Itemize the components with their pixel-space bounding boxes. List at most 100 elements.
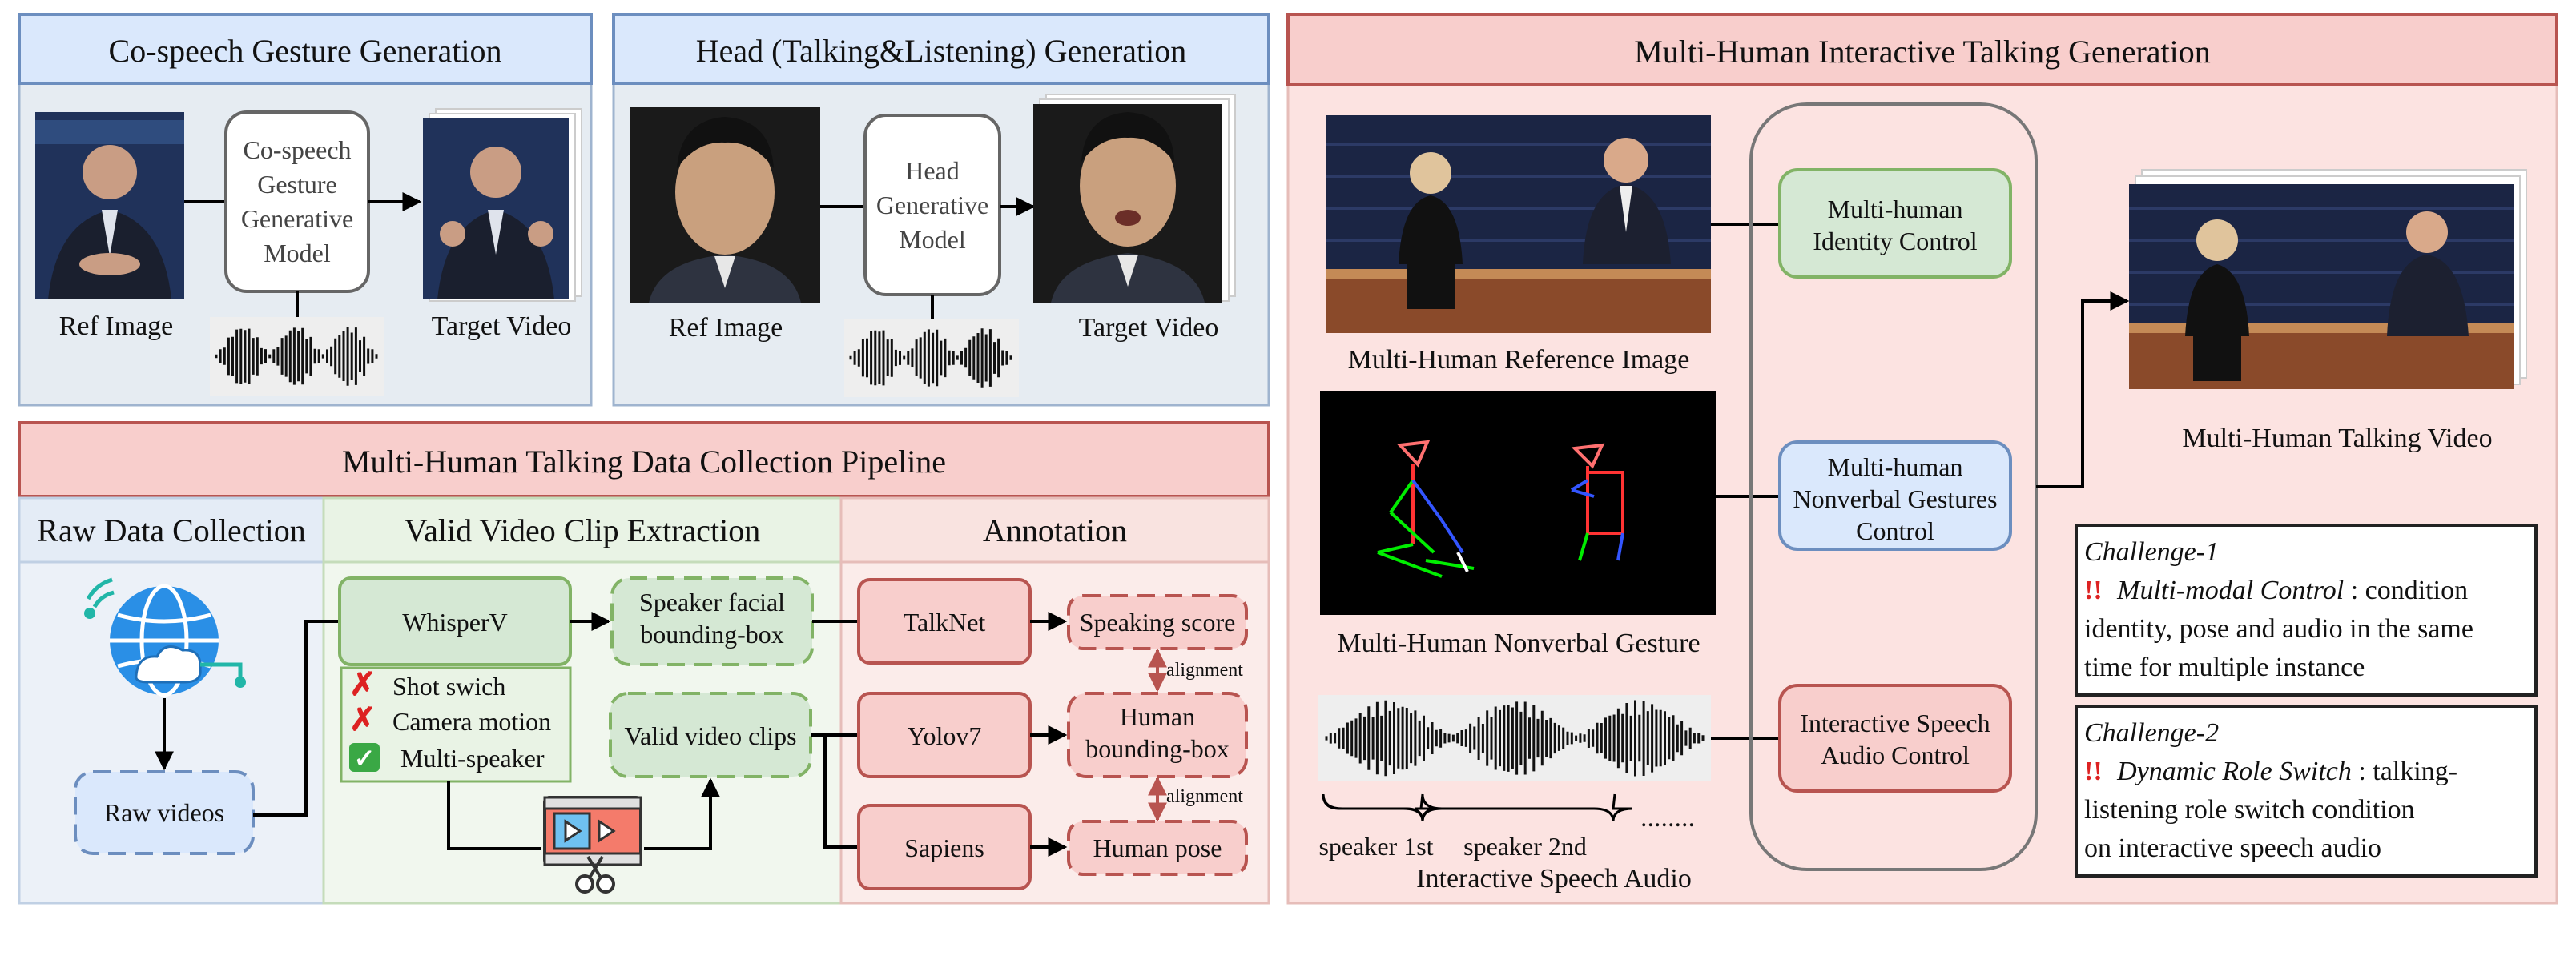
- cospeech-panel: Co-speech Gesture Generation Ref Image C…: [18, 13, 593, 407]
- cross-icon: ✗: [349, 701, 376, 737]
- checkmark-box-icon: [349, 743, 380, 772]
- gesture-control-box: [1778, 440, 2012, 551]
- audio-ellipsis: ........: [1640, 803, 1695, 833]
- challenge-2-title: Challenge-2: [2084, 718, 2219, 748]
- challenge-2-key: Dynamic Role Switch: [2116, 757, 2352, 786]
- annotation-column-header: [839, 496, 1270, 564]
- cospeech-title-box: [18, 13, 593, 85]
- speaking-score-label: Speaking score: [1080, 608, 1236, 637]
- audio-control-line-1: Interactive Speech: [1800, 709, 1990, 737]
- interactive-audio-bg: [1318, 695, 1711, 781]
- multi-ref-image: [1326, 115, 1711, 333]
- challenge-2-line-1: !! Dynamic Role Switch : talking-: [2084, 757, 2457, 786]
- human-pose-box: [1067, 820, 1248, 876]
- human-pose-label: Human pose: [1093, 833, 1222, 862]
- cospeech-title: Co-speech Gesture Generation: [109, 33, 502, 69]
- cospeech-ref-label: Ref Image: [59, 311, 174, 341]
- head-model-line-1: Head: [905, 156, 960, 185]
- identity-control-line-2: Identity Control: [1813, 227, 1977, 255]
- speaker-2-brace: [1421, 793, 1633, 822]
- speaker-facial-line-1: Speaker facial: [639, 588, 785, 617]
- multi-title-box: [1286, 13, 2558, 86]
- cospeech-target-video: [423, 108, 582, 302]
- check-row-2: ✗ Camera motion: [349, 701, 551, 737]
- head-ref-label: Ref Image: [669, 313, 783, 343]
- multi-gesture-image: [1320, 391, 1716, 615]
- pipeline-title: Multi-Human Talking Data Collection Pipe…: [342, 444, 946, 480]
- pipeline-panel: Multi-Human Talking Data Collection Pipe…: [18, 421, 1270, 905]
- head-waveform-icon: [849, 328, 1012, 388]
- head-title: Head (Talking&Listening) Generation: [696, 33, 1187, 69]
- valid-clips-label: Valid video clips: [624, 721, 796, 750]
- challenge-1-title: Challenge-1: [2084, 537, 2219, 567]
- valid-clips-box: [609, 692, 812, 778]
- gesture-control-line-3: Control: [1856, 516, 1934, 545]
- head-model-line-3: Model: [899, 225, 966, 254]
- audio-control-box: [1778, 684, 2012, 793]
- film-to-valid-arrow: [644, 777, 720, 850]
- challenge-1-key: Multi-modal Control: [2116, 576, 2344, 605]
- cospeech-model-line-2: Gesture: [257, 170, 337, 199]
- identity-control-line-1: Multi-human: [1828, 195, 1963, 223]
- container-to-output-arrow: [2036, 291, 2130, 488]
- gesture-control-line-1: Multi-human: [1828, 452, 1963, 481]
- interactive-waveform-icon: [1325, 700, 1705, 777]
- check-label-1: Shot swich: [392, 672, 505, 701]
- speaker-facial-line-2: bounding-box: [640, 620, 784, 649]
- checkmark-icon: ✓: [354, 744, 376, 773]
- double-exclamation-icon: !!: [2084, 757, 2103, 786]
- video-edit-icon: [543, 796, 642, 894]
- raw-to-whisperv-connector: [253, 620, 338, 817]
- cospeech-model-line-4: Model: [264, 239, 331, 267]
- globe-icon: [84, 577, 246, 697]
- whisperv-label: WhisperV: [402, 608, 508, 637]
- speaker-1-label: speaker 1st: [1318, 832, 1433, 861]
- head-title-box: [612, 13, 1270, 85]
- cospeech-model-line-1: Co-speech: [243, 135, 351, 164]
- multi-gesture-label: Multi-Human Nonverbal Gesture: [1337, 629, 1700, 658]
- check-label-2: Camera motion: [392, 707, 551, 736]
- raw-videos-label: Raw videos: [104, 798, 224, 827]
- multi-title: Multi-Human Interactive Talking Generati…: [1634, 34, 2211, 70]
- filter-checklist: [340, 666, 572, 783]
- challenge-2-line-3: on interactive speech audio: [2084, 833, 2381, 863]
- alignment-label-2: alignment: [1166, 786, 1243, 807]
- human-bbox-line-1: Human: [1120, 702, 1195, 731]
- cospeech-waveform-icon: [215, 327, 378, 386]
- double-exclamation-icon: !!: [2084, 576, 2103, 605]
- speaker-2-label: speaker 2nd: [1463, 832, 1587, 861]
- head-panel: Head (Talking&Listening) Generation Ref …: [612, 13, 1270, 407]
- cospeech-target-label: Target Video: [432, 311, 572, 341]
- head-target-video: [1033, 94, 1236, 303]
- head-target-label: Target Video: [1079, 313, 1219, 343]
- challenge-1-line-3: time for multiple instance: [2084, 653, 2365, 682]
- check-label-3: Multi-speaker: [400, 744, 545, 773]
- multi-output-video: [2129, 169, 2527, 389]
- gesture-control-line-2: Nonverbal Gestures: [1793, 484, 1997, 513]
- annotation-column-title: Annotation: [983, 512, 1127, 548]
- talknet-label: TalkNet: [904, 608, 986, 637]
- output-label: Multi-Human Talking Video: [2182, 424, 2492, 453]
- challenge-1-line-2: identity, pose and audio in the same: [2084, 614, 2473, 644]
- raw-column-title: Raw Data Collection: [37, 512, 305, 548]
- multi-ref-label: Multi-Human Reference Image: [1348, 345, 1690, 375]
- multi-panel: Multi-Human Interactive Talking Generati…: [1286, 13, 2558, 905]
- head-ref-image: [630, 107, 820, 303]
- challenge-1-box: [2075, 524, 2538, 697]
- raw-videos-box: [74, 770, 255, 855]
- valid-column-title: Valid Video Clip Extraction: [405, 512, 761, 548]
- speaking-score-box: [1067, 594, 1248, 650]
- human-bbox-line-2: bounding-box: [1085, 734, 1230, 763]
- audio-control-line-2: Audio Control: [1821, 741, 1970, 769]
- speaker-1-brace-outline: [1322, 793, 1439, 822]
- yolov7-label: Yolov7: [908, 721, 982, 750]
- head-model-line-2: Generative: [876, 191, 988, 219]
- check-row-3: ✓ Multi-speaker: [349, 743, 545, 773]
- raw-column-header: [18, 496, 325, 564]
- challenge-2-box: [2075, 705, 2538, 878]
- identity-control-box: [1778, 168, 2012, 279]
- interactive-audio-label: Interactive Speech Audio: [1416, 864, 1692, 894]
- challenge-2-rest: : talking-: [2358, 757, 2457, 786]
- cospeech-model-line-3: Generative: [241, 204, 353, 233]
